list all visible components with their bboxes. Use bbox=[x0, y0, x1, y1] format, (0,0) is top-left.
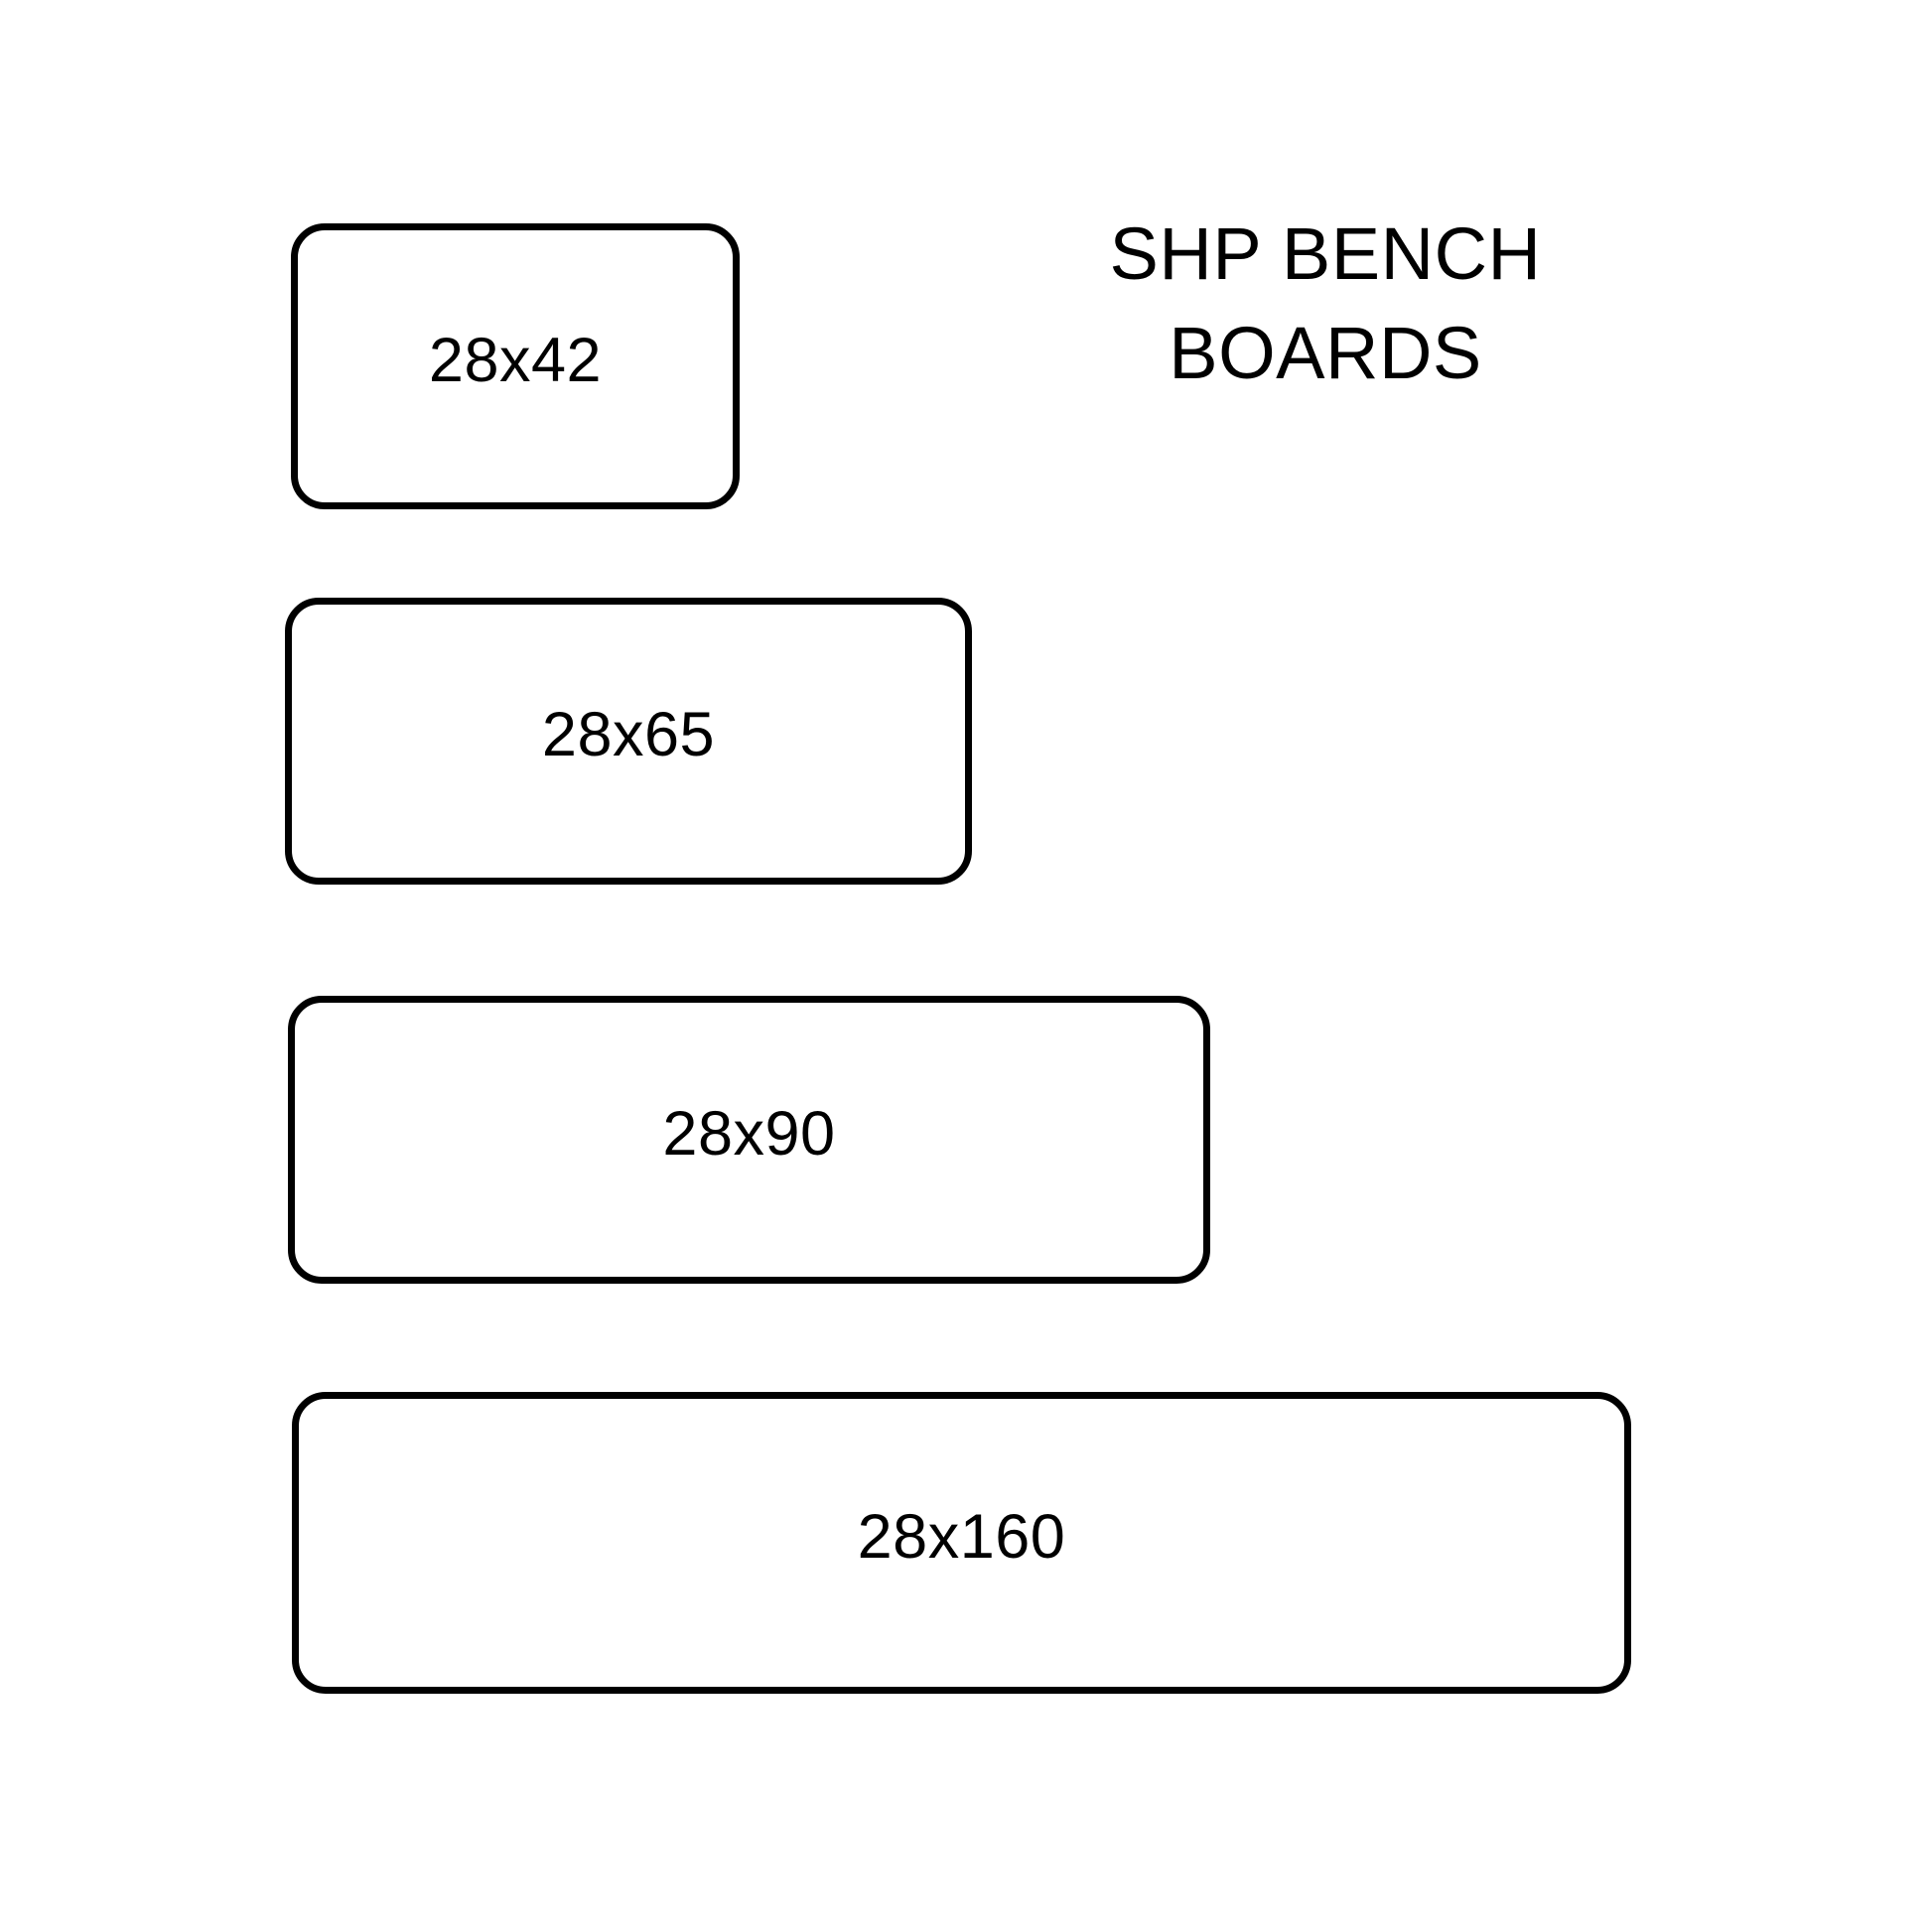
board-rectangle-28x42[interactable]: 28x42 bbox=[291, 223, 740, 509]
page-title: SHP BENCH BOARDS bbox=[993, 205, 1658, 403]
page-title-line-2: BOARDS bbox=[1169, 312, 1482, 394]
board-label: 28x42 bbox=[428, 325, 603, 395]
board-rectangle-28x160[interactable]: 28x160 bbox=[292, 1392, 1631, 1694]
board-label: 28x160 bbox=[857, 1501, 1066, 1572]
board-rectangle-28x65[interactable]: 28x65 bbox=[285, 598, 972, 885]
board-rectangle-28x90[interactable]: 28x90 bbox=[288, 996, 1210, 1284]
board-label: 28x65 bbox=[541, 700, 716, 769]
page-title-line-1: SHP BENCH bbox=[1109, 212, 1542, 295]
board-label: 28x90 bbox=[662, 1098, 836, 1169]
